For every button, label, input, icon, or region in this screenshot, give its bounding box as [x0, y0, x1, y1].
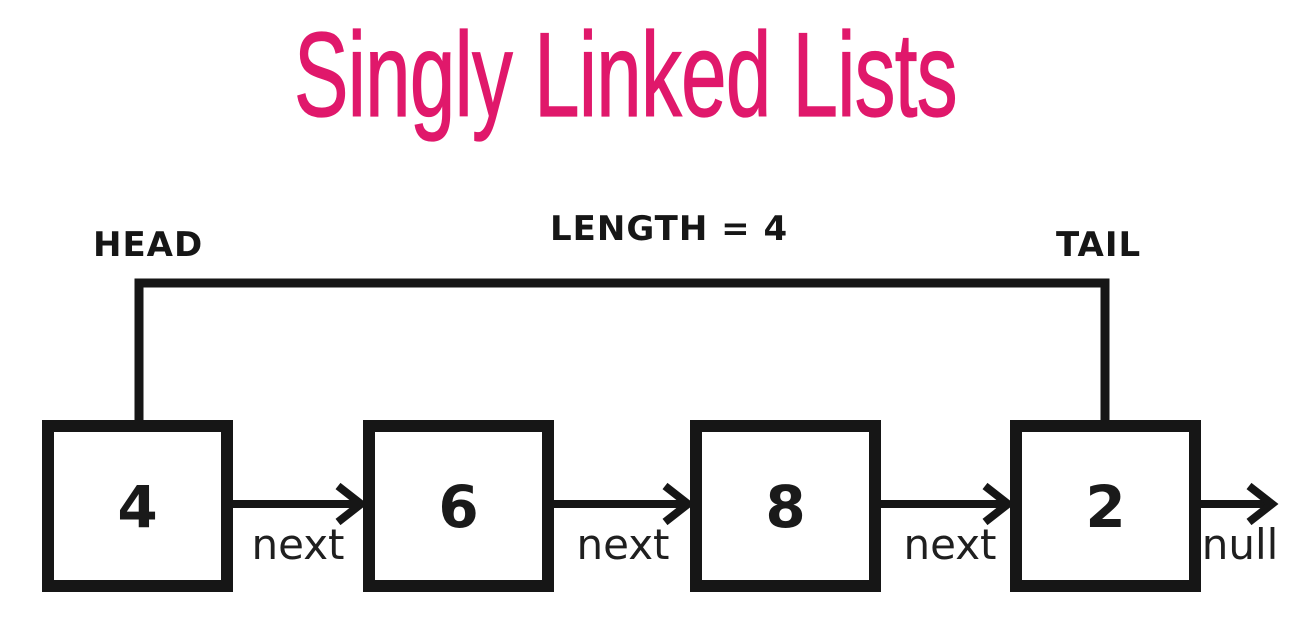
node-value: 8 — [765, 473, 806, 541]
node-box-1: 4 — [42, 420, 233, 592]
head-label: HEAD — [93, 225, 204, 265]
next-arrow-icon-1 — [231, 482, 368, 526]
node-value: 2 — [1085, 473, 1126, 541]
null-arrow-icon — [1198, 482, 1279, 526]
pointer-label-next-1: next — [251, 520, 345, 569]
pointer-label-null: null — [1201, 520, 1279, 569]
node-value: 6 — [438, 473, 479, 541]
node-box-2: 6 — [363, 420, 554, 592]
next-arrow-icon-2 — [551, 482, 695, 526]
head-tail-bracket-line — [134, 278, 1110, 424]
pointer-label-next-2: next — [576, 520, 670, 569]
node-box-3: 8 — [690, 420, 881, 592]
pointer-label-next-3: next — [903, 520, 997, 569]
title-container: Singly Linked Lists — [0, 0, 1278, 150]
node-box-4: 2 — [1010, 420, 1201, 592]
length-label: LENGTH = 4 — [550, 209, 789, 249]
tail-label: TAIL — [1056, 225, 1142, 265]
node-value: 4 — [117, 473, 158, 541]
next-arrow-icon-3 — [879, 482, 1015, 526]
page-title: Singly Linked Lists — [293, 8, 957, 142]
